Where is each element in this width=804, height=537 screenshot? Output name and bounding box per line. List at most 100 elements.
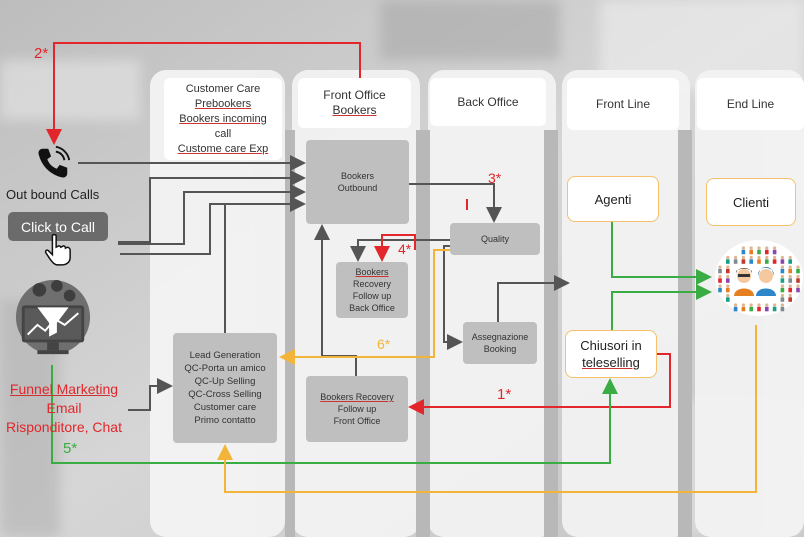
crowd-person-body [749, 259, 753, 264]
crowd-person-body [788, 278, 792, 283]
funnel-label: Funnel Marketing Email Risponditore, Cha… [4, 380, 124, 437]
crowd-person-head [718, 284, 722, 288]
crowd-person-body [718, 278, 722, 283]
crowd-person-head [726, 274, 730, 279]
crowd-person-body [788, 259, 792, 264]
crowd-person-head [726, 265, 730, 269]
customers-crowd-icon [715, 240, 803, 316]
crowd-person-body [741, 249, 746, 255]
crowd-person-body [733, 259, 738, 264]
outbound-calls-label: Out bound Calls [6, 187, 100, 202]
crowd-person-head [796, 274, 800, 279]
crowd-person-head [765, 303, 769, 307]
crowd-person-body [757, 249, 761, 255]
crowd-person-head [757, 255, 761, 260]
chiusori-line1: Chiusori in [580, 338, 642, 353]
brf-line2: Follow up [337, 404, 377, 414]
crowd-person-head [741, 303, 745, 307]
crowd-person-body [796, 278, 800, 283]
crowd-person-body [796, 287, 800, 293]
brf-line3: Front Office [333, 416, 381, 426]
crowd-person-body [788, 297, 792, 302]
crowd-person-head [780, 303, 784, 307]
lg-line2: QC-Porta un amico [184, 363, 266, 374]
crowd-person-head [741, 246, 745, 250]
header-front-office: Front Office Bookers [298, 78, 411, 128]
crowd-person-body [765, 306, 769, 312]
chiusori-line2: teleselling [582, 355, 640, 370]
crowd-person-head [796, 284, 800, 288]
brb-line1: Bookers [355, 267, 389, 277]
crowd-person-body [741, 259, 746, 264]
crowd-person-body [772, 249, 777, 255]
header-customer-care: Customer Care Prebookers Bookers incomin… [164, 78, 282, 160]
phone-icon [38, 145, 71, 178]
crowd-person-body [741, 306, 746, 312]
box-bookers-recovery-front-office: Bookers Recovery Follow up Front Office [306, 376, 408, 442]
cc-line4: call [214, 127, 232, 140]
box-agenti: Agenti [567, 176, 659, 222]
crowd-person-body [780, 306, 785, 312]
back-office-label: Back Office [457, 94, 519, 109]
crowd-person-body [765, 259, 769, 264]
crowd-person-body [765, 249, 769, 255]
crowd-person-body [726, 259, 730, 264]
funnel-line3: Risponditore, Chat [6, 419, 122, 435]
cc-line3: Bookers incoming [179, 112, 267, 125]
lg-line4: QC-Cross Selling [188, 389, 262, 400]
click-to-call-label: Click to Call [21, 218, 95, 235]
crowd-person-head [749, 246, 753, 250]
crowd-person-body [780, 259, 785, 264]
crowd-person-head [773, 246, 777, 250]
header-back-office: Back Office [430, 78, 546, 126]
funnel-line2: Email [46, 400, 82, 416]
cc-line5: Custome care Exp [177, 142, 269, 155]
cc-line2: Prebookers [194, 97, 252, 110]
hand-pointer-icon [44, 233, 71, 266]
crowd-person-head [749, 303, 753, 307]
crowd-person-head [726, 284, 730, 288]
crowd-person-head [718, 274, 722, 279]
crowd-person-body [772, 306, 777, 312]
crowd-person-head [780, 274, 784, 279]
crowd-person-head [718, 265, 722, 269]
crowd-person-head [788, 255, 792, 260]
crowd-person-body [780, 278, 785, 283]
crowd-person-head [773, 303, 777, 307]
crowd-person-head [780, 284, 784, 288]
crowd-person-body [757, 306, 761, 312]
box-quality: Quality [450, 223, 540, 255]
header-front-line: Front Line [567, 78, 679, 130]
lg-line5: Customer care [193, 402, 257, 413]
crowd-person-head [765, 246, 769, 250]
marker-6: 6* [377, 336, 391, 352]
fo-line2: Bookers [332, 103, 377, 117]
marker-2: 2* [34, 45, 49, 62]
quality-label: Quality [480, 234, 509, 244]
funnel-marketing-icon [15, 280, 91, 355]
crowd-person-head [726, 293, 730, 298]
brb-line4: Back Office [349, 303, 395, 313]
crowd-person-head [773, 255, 777, 260]
crowd-person-body [796, 268, 800, 274]
marker-1: 1* [497, 386, 512, 403]
crowd-person-head [757, 246, 761, 250]
crowd-person-body [733, 306, 738, 312]
fo-line1: Front Office [323, 88, 386, 102]
funnel-line1: Funnel Marketing [9, 381, 119, 397]
crowd-person-head [734, 303, 738, 307]
bo-line2: Outbound [337, 183, 378, 193]
crowd-person-head [780, 293, 784, 298]
crowd-person-body [788, 287, 792, 293]
crowd-person-body [718, 268, 722, 274]
crowd-person-head [788, 284, 792, 288]
crowd-person-head [780, 255, 784, 260]
crowd-person-body [749, 306, 753, 312]
crowd-person-body [788, 268, 792, 274]
lg-line1: Lead Generation [189, 350, 261, 361]
crowd-person-head [749, 255, 753, 260]
box-assegnazione-booking: Assegnazione Booking [463, 322, 537, 364]
click-to-call-button[interactable]: Click to Call [8, 212, 108, 241]
crowd-person-head [796, 265, 800, 269]
crowd-person-body [718, 287, 722, 293]
